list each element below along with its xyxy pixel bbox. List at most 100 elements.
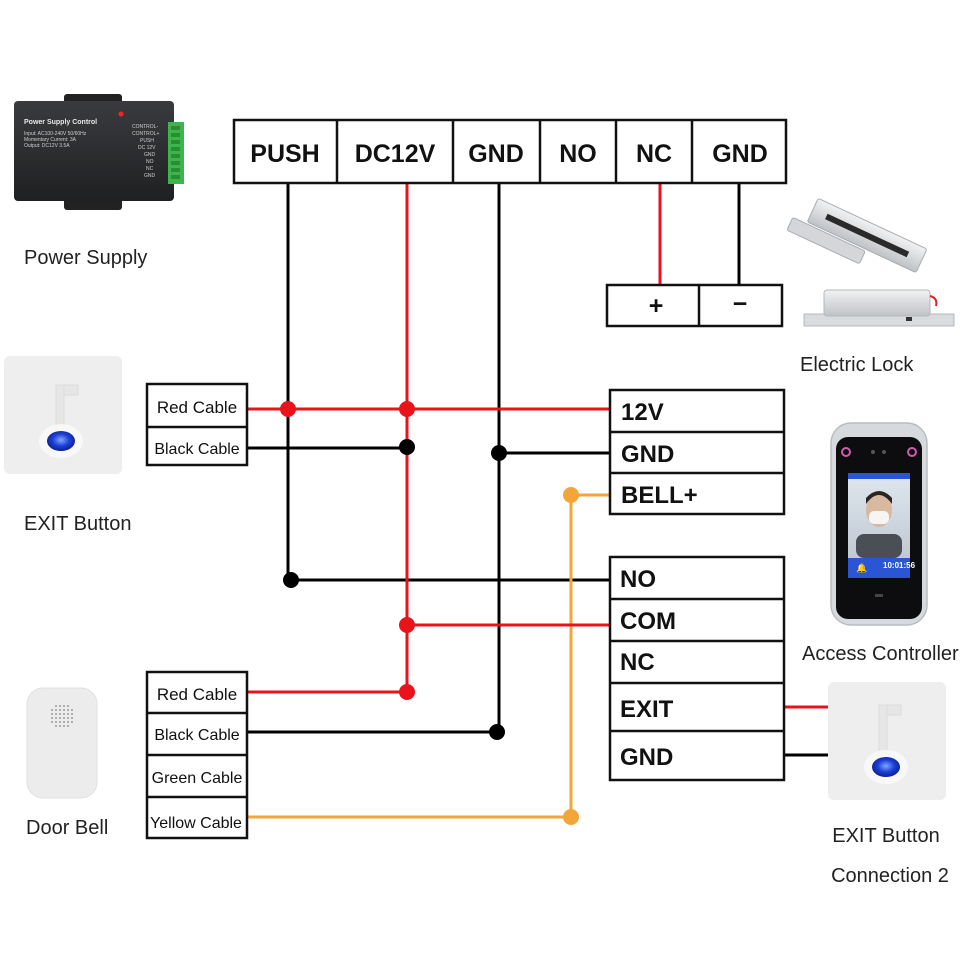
terminal-no: NO [559, 140, 597, 168]
grille-dot [63, 717, 65, 719]
controller-terminal-bell: BELL+ [621, 482, 698, 509]
ps-terminal-label: DC 12V [138, 145, 156, 151]
exit-button-2-device [828, 682, 946, 800]
grille-dot [71, 717, 73, 719]
door-bell-caption: Door Bell [26, 817, 108, 839]
power-supply-spec: Output: DC12V 3.5A [24, 143, 70, 149]
junction-dot [489, 724, 505, 740]
bell-red-cable-label: Red Cable [157, 685, 237, 704]
electric-lock-device [787, 198, 955, 327]
grille-dot [51, 721, 53, 723]
grille-dot [55, 713, 57, 715]
grille-dot [67, 709, 69, 711]
terminal-header-frame [232, 118, 788, 185]
power-supply-device: Power Supply Control Input: AC100-240V 5… [14, 94, 184, 210]
grille-dot [59, 721, 61, 723]
controller-terminal-exit: EXIT [620, 696, 674, 723]
terminal-push: PUSH [250, 140, 319, 168]
grille-dot [63, 709, 65, 711]
grille-dot [67, 725, 69, 727]
junction-dot [399, 617, 415, 633]
ir-sensor-icon [907, 447, 917, 457]
terminal-block-green [168, 122, 184, 184]
controller-terminal-nc: NC [620, 649, 655, 676]
grille-dot [59, 709, 61, 711]
exit-button-2-caption: EXIT Button [832, 825, 939, 847]
maglock-armature [787, 217, 866, 264]
power-supply-device-title: Power Supply Control [24, 119, 97, 126]
junction-dot [563, 487, 579, 503]
bell-icon: 🔔 [856, 563, 867, 573]
grille-dot [51, 709, 53, 711]
grille-dot [63, 713, 65, 715]
grille-dot [55, 705, 57, 707]
power-supply-caption: Power Supply [24, 247, 147, 269]
ps-terminal-label: NC [146, 166, 154, 172]
door-bell-body [26, 687, 98, 799]
controller-terminal-com: COM [620, 608, 676, 635]
grille-dot [63, 705, 65, 707]
junction-dot [399, 439, 415, 455]
screen-time: 10:01:56 [883, 561, 916, 570]
bell-green-cable-label: Green Cable [152, 770, 243, 787]
face-mask [869, 511, 889, 524]
exit-button-cable-box [145, 382, 249, 467]
controller-terminal-gnd-2: GND [620, 744, 673, 771]
grille-dot [51, 713, 53, 715]
grille-dot [63, 721, 65, 723]
access-controller-caption: Access Controller [802, 643, 959, 665]
exit-black-cable-label: Black Cable [154, 441, 239, 458]
grille-dot [63, 725, 65, 727]
terminal-dc12v: DC12V [355, 140, 436, 168]
lock-terminal-minus: − [733, 290, 748, 318]
power-supply-body [14, 101, 174, 201]
junction-dot [399, 684, 415, 700]
door-bell-device [26, 687, 98, 799]
power-supply-terminal-header [232, 118, 788, 185]
exit-button-2-subcaption: Connection 2 [831, 865, 949, 887]
junction-dot [399, 401, 415, 417]
ps-terminal-label: GND [144, 152, 156, 158]
speaker-grille-icon [51, 705, 73, 727]
grille-dot [59, 717, 61, 719]
door-bell-cable-box [145, 670, 249, 840]
grille-dot [71, 709, 73, 711]
junction-dot [280, 401, 296, 417]
grille-dot [67, 705, 69, 707]
grille-dot [55, 717, 57, 719]
exit-button-1-caption: EXIT Button [24, 513, 131, 535]
power-led-icon [118, 111, 124, 117]
grille-dot [59, 725, 61, 727]
controller-terminal-12v: 12V [621, 399, 664, 426]
electric-lock-caption: Electric Lock [800, 354, 914, 376]
ps-terminal-label: NO [146, 159, 154, 165]
ps-terminal-label: CONTROL- [132, 124, 158, 130]
maglock-coil [825, 213, 910, 258]
grille-dot [55, 725, 57, 727]
grille-dot [55, 709, 57, 711]
junction-dot [491, 445, 507, 461]
ps-terminal-label: PUSH [140, 138, 154, 144]
bolt-lock-body [823, 289, 931, 317]
exit-red-cable-label: Red Cable [157, 398, 237, 417]
controller-relay-terminals [608, 555, 786, 782]
grille-dot [55, 721, 57, 723]
grille-dot [51, 717, 53, 719]
ir-sensor-icon [841, 447, 851, 457]
wire-push-to-no [286, 183, 612, 582]
junctions [280, 401, 579, 825]
power-supply-spec: Momentary Current: 3A [24, 137, 77, 143]
grille-dot [67, 721, 69, 723]
grille-dot [67, 717, 69, 719]
bell-yellow-cable-label: Yellow Cable [150, 815, 242, 832]
exit-button-1-device [4, 356, 122, 474]
controller-terminal-gnd: GND [621, 441, 674, 468]
terminal-gnd: GND [468, 140, 524, 168]
junction-dot [563, 809, 579, 825]
controller-terminal-no: NO [620, 566, 656, 593]
grille-dot [71, 721, 73, 723]
lock-terminal-block [605, 283, 784, 328]
terminal-nc: NC [636, 140, 672, 168]
terminal-gnd-2: GND [712, 140, 768, 168]
grille-dot [59, 705, 61, 707]
